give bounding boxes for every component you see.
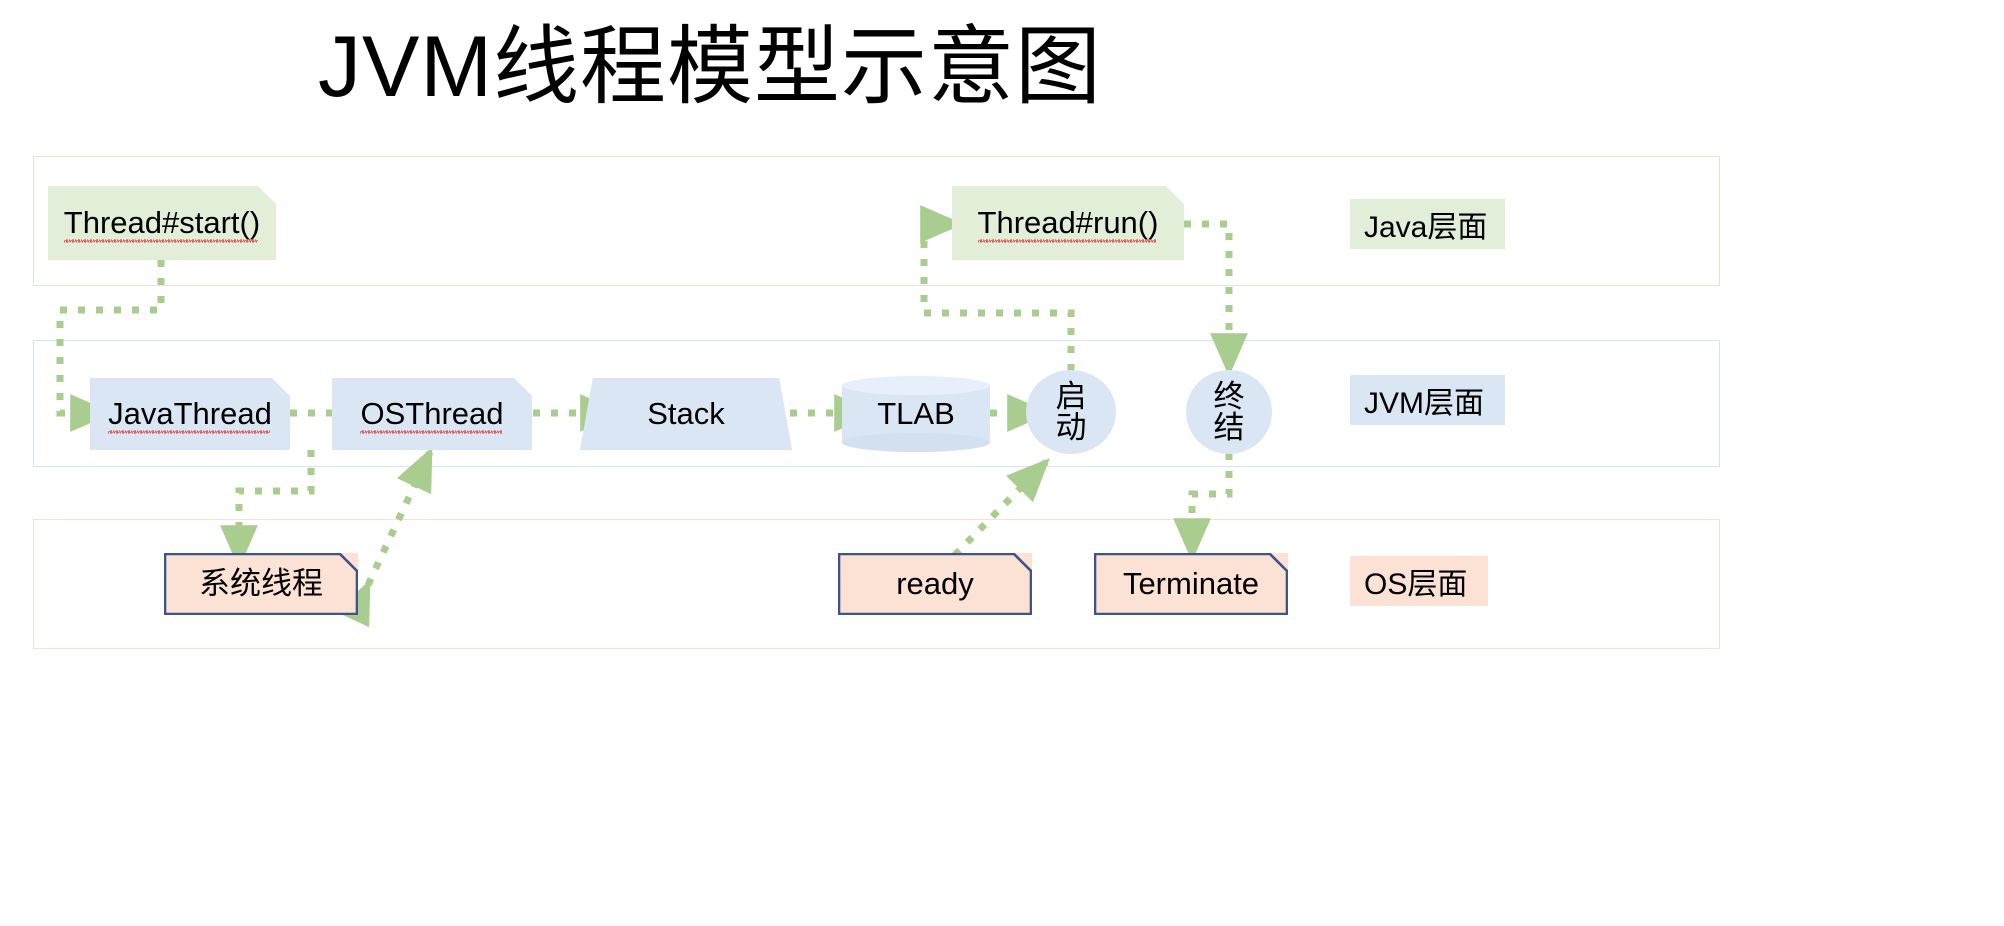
node-thread-run[interactable]: Thread#run() [952, 186, 1184, 260]
node-thread-start-label: Thread#start() [63, 205, 261, 241]
system-thread-shape [164, 553, 358, 615]
legend-chip-os: OS层面 [1350, 556, 1488, 606]
node-terminate-label: Terminate [1122, 566, 1260, 602]
legend-label-os: OS层面 [1364, 568, 1468, 601]
page-title: JVM线程模型示意图 [318, 19, 1102, 115]
node-ready[interactable]: ready [838, 553, 1032, 615]
legend-chip-java: Java层面 [1350, 199, 1505, 249]
node-zhongjie[interactable]: 终 结 [1186, 370, 1272, 454]
node-zhongjie-label-line2: 结 [1213, 410, 1245, 445]
node-osthread[interactable]: OSThread [332, 378, 532, 450]
node-osthread-label: OSThread [360, 396, 504, 432]
tlab-cylinder-bottom [842, 433, 990, 452]
node-tlab[interactable]: TLAB [842, 376, 990, 452]
node-stack[interactable]: Stack [580, 378, 792, 450]
node-javathread[interactable]: JavaThread [90, 378, 290, 450]
terminate-shape [1094, 553, 1288, 615]
node-qidong[interactable]: 启 动 [1026, 370, 1116, 454]
node-thread-start[interactable]: Thread#start() [48, 186, 276, 260]
node-javathread-label: JavaThread [108, 396, 272, 432]
ready-shape [838, 553, 1032, 615]
tlab-cylinder-top [842, 376, 990, 395]
node-system-thread-label: 系统线程 [199, 566, 323, 602]
legend-label-java: Java层面 [1364, 211, 1488, 244]
legend-label-jvm: JVM层面 [1364, 387, 1484, 420]
node-zhongjie-label-line1: 终 [1213, 379, 1245, 414]
legend-chip-jvm: JVM层面 [1350, 375, 1505, 425]
node-stack-label: Stack [647, 396, 725, 432]
node-ready-label: ready [896, 566, 974, 602]
node-qidong-label-line1: 启 [1055, 379, 1087, 414]
node-qidong-label-line2: 动 [1055, 410, 1087, 445]
node-tlab-label: TLAB [877, 396, 955, 432]
node-terminate[interactable]: Terminate [1094, 553, 1288, 615]
node-system-thread[interactable]: 系统线程 [164, 553, 358, 615]
node-thread-run-label: Thread#run() [977, 205, 1159, 241]
